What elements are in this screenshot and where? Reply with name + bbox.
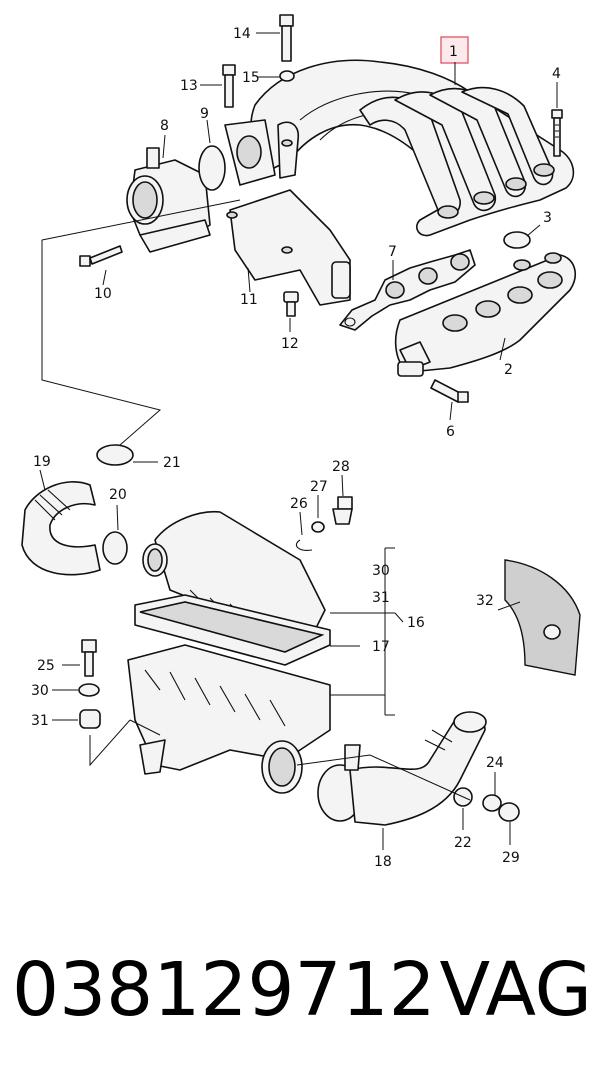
grommet-31 [79, 709, 101, 729]
screw-12 [283, 291, 299, 317]
bolt-10 [79, 245, 123, 267]
bolt-14 [279, 14, 294, 62]
callout-4: 4 [552, 66, 561, 82]
callout-16: 16 [407, 615, 425, 631]
hose-clamp-21 [96, 444, 134, 466]
callout-19: 19 [33, 454, 51, 470]
exploded-parts-diagram: 1 14 15 13 9 8 4 3 7 10 11 12 2 6 19 21 … [21, 14, 581, 870]
bolt-6 [430, 379, 469, 403]
throttle-gasket [198, 145, 226, 191]
callout-7: 7 [388, 244, 397, 260]
callout-32: 32 [476, 593, 494, 609]
callout-26: 26 [290, 496, 308, 512]
callout-30-upper: 30 [372, 563, 390, 579]
callout-20: 20 [109, 487, 127, 503]
bolt-25 [81, 639, 97, 677]
intake-hose [21, 481, 101, 576]
callout-8: 8 [160, 118, 169, 134]
sensor-28 [332, 496, 353, 525]
bolt-4 [551, 109, 563, 157]
callout-30-lower: 30 [31, 683, 49, 699]
mounting-bracket [224, 119, 351, 306]
callout-24: 24 [486, 755, 504, 771]
callout-6: 6 [446, 424, 455, 440]
callout-21: 21 [163, 455, 181, 471]
callout-14: 14 [233, 26, 251, 42]
callout-12: 12 [281, 336, 299, 352]
callout-1: 1 [449, 44, 458, 60]
intake-manifold [250, 59, 575, 237]
callout-29: 29 [502, 850, 520, 866]
washer-27 [311, 521, 325, 533]
lower-intake-manifold [394, 252, 576, 377]
callout-18: 18 [374, 854, 392, 870]
part-number: 038129712 [12, 947, 436, 1033]
callout-17: 17 [372, 639, 390, 655]
callout-25: 25 [37, 658, 55, 674]
washer-15 [279, 70, 295, 82]
air-filter-housing [127, 510, 331, 794]
callout-31-upper: 31 [372, 590, 390, 606]
leader-lines [39, 32, 558, 850]
callout-13: 13 [180, 78, 198, 94]
insulation-pad-32 [504, 559, 581, 676]
callout-labels: 1 14 15 13 9 8 4 3 7 10 11 12 2 6 19 21 … [31, 26, 561, 870]
manifold-gasket [339, 249, 476, 331]
callout-31-lower: 31 [31, 713, 49, 729]
callout-11: 11 [240, 292, 258, 308]
hose-clamp-20 [102, 531, 128, 565]
callout-2: 2 [504, 362, 513, 378]
callout-27: 27 [310, 479, 328, 495]
gasket-ring [503, 231, 531, 249]
callout-15: 15 [242, 70, 260, 86]
callout-10: 10 [94, 286, 112, 302]
callout-22: 22 [454, 835, 472, 851]
callout-9: 9 [200, 106, 209, 122]
callout-3: 3 [543, 210, 552, 226]
bolt-13 [222, 64, 236, 108]
washer-30 [78, 683, 100, 697]
callout-28: 28 [332, 459, 350, 475]
nut-29 [498, 802, 520, 822]
air-duct-18 [317, 711, 487, 826]
throttle-body [126, 147, 211, 253]
spacer-24 [482, 794, 502, 812]
clip-26 [295, 539, 313, 551]
brand-name: VAG [439, 947, 592, 1033]
part-footer: 038129712 VAG [12, 940, 592, 1050]
